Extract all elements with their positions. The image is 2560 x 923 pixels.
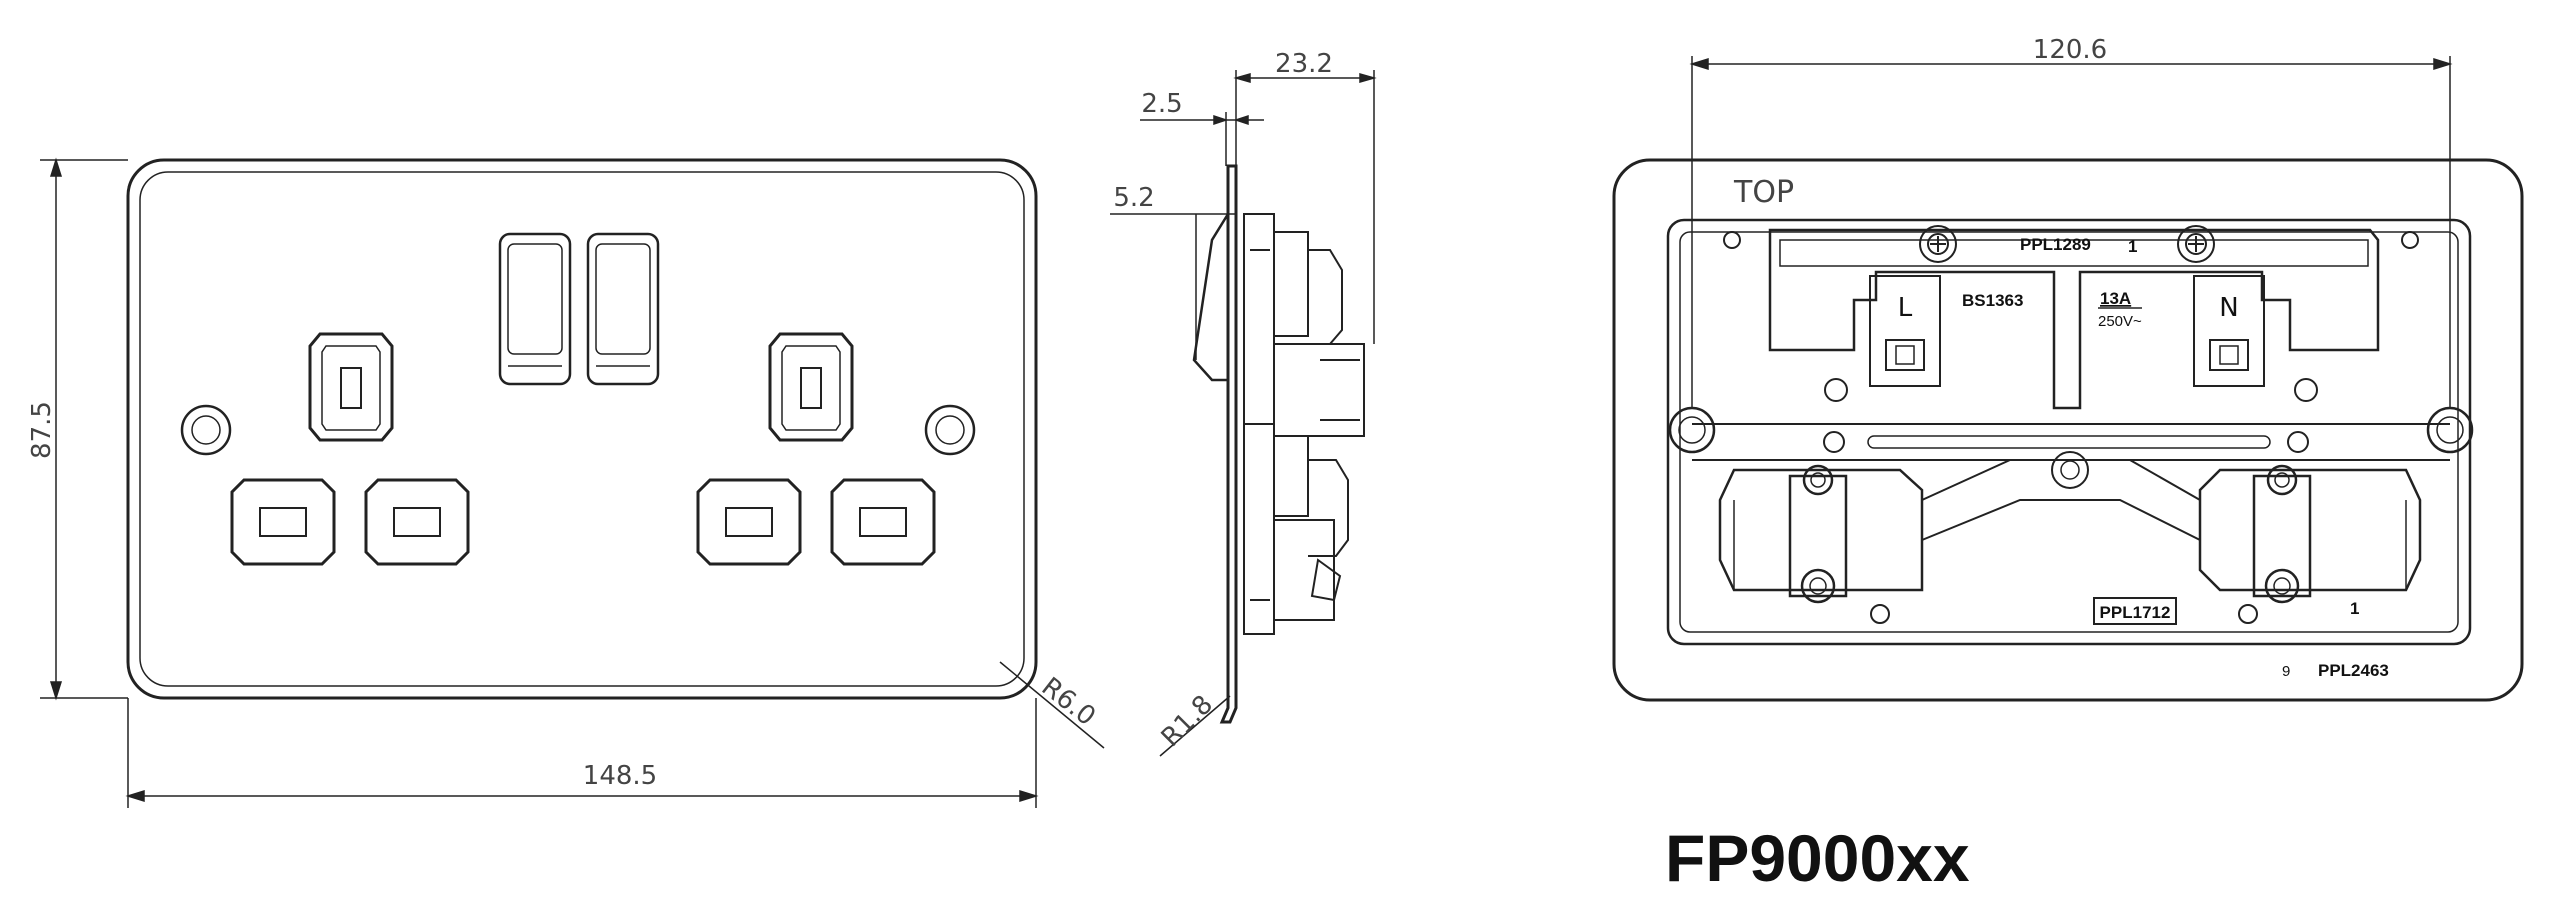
rocker-height-dimension (1110, 213, 1236, 360)
standard-label: BS1363 (1962, 291, 2023, 310)
depth-dimension (1233, 70, 1377, 344)
side-view: 23.2 2.5 5.2 R1.8 (1110, 49, 1377, 757)
pin-aperture (696, 478, 802, 566)
rear-frame-inner (1679, 231, 2459, 633)
frame-hole (2294, 378, 2318, 402)
live-terminal (1869, 275, 1941, 387)
mark-small: 9 (2282, 663, 2290, 680)
fixing-centres-dimension (1689, 56, 2453, 408)
plate-thickness-dimension (1140, 112, 1264, 166)
frame-hole (2401, 231, 2419, 249)
height-label: 87.5 (27, 401, 57, 459)
rocker-switch-left (498, 232, 572, 386)
rating-amps: 13A (2100, 289, 2131, 308)
terminal-neutral: N (2219, 293, 2238, 323)
frame-hole (1870, 604, 1890, 624)
part-label-bottom-box (2093, 597, 2177, 625)
fixing-screw-right (924, 404, 976, 456)
center-link (1921, 451, 2201, 541)
earth-aperture-left (308, 332, 394, 442)
model-code: FP9000xx (1665, 821, 1970, 895)
pin-aperture (230, 478, 336, 566)
edge-radius-label: R1.8 (1156, 690, 1219, 753)
rear-plate-outline (1612, 158, 2524, 702)
depth-label: 23.2 (1275, 49, 1333, 79)
frame-hole (2238, 604, 2258, 624)
front-plate-outline (126, 158, 1038, 700)
earth-aperture-right (768, 332, 854, 442)
frame-hole (2287, 431, 2309, 453)
rating-volts: 250V~ (2098, 313, 2142, 330)
rear-view: TOP PPL1289 1 BS1363 13A 250V~ L N PPL17… (1612, 35, 2524, 702)
rocker-height-label: 5.2 (1113, 183, 1154, 213)
lower-housing-right (2198, 464, 2422, 604)
front-view: 148.5 87.5 R6.0 (27, 157, 1105, 808)
terminal-screw-top-left (1919, 225, 1957, 263)
rocker-switch-right (586, 232, 660, 386)
width-label: 148.5 (583, 761, 657, 791)
mark-1b: 1 (2350, 599, 2359, 618)
corner-radius-leader (999, 661, 1105, 749)
neutral-terminal (2193, 275, 2265, 387)
corner-radius-label: R6.0 (1036, 672, 1101, 732)
top-label: TOP (1733, 175, 1794, 210)
fixing-screw-left (180, 404, 232, 456)
side-back-body (1243, 213, 1365, 635)
part-label-top: PPL1289 (2020, 235, 2091, 254)
lower-housing-left (1718, 464, 1924, 604)
rear-fixing-screw-left (1668, 406, 1716, 454)
side-plate-profile (1219, 164, 1238, 724)
plate-thickness-label: 2.5 (1141, 89, 1182, 119)
terminal-live: L (1898, 293, 1913, 323)
pin-aperture (364, 478, 470, 566)
part-label-bottom: PPL1712 (2100, 603, 2171, 622)
rear-frame (1666, 218, 2472, 646)
rear-fixing-screw-right (2426, 406, 2474, 454)
fixing-centres-label: 120.6 (2033, 35, 2107, 65)
side-rocker-profile (1192, 213, 1230, 382)
frame-hole (1823, 431, 1845, 453)
cross-bar (1692, 423, 2450, 461)
edge-radius-leader (1159, 695, 1231, 757)
terminal-screw-top-right (2177, 225, 2215, 263)
frame-hole (1723, 231, 1741, 249)
height-dimension (40, 157, 128, 701)
part-label-corner: PPL2463 (2318, 661, 2389, 680)
front-plate-inner-edge (139, 171, 1025, 687)
mark-1a: 1 (2128, 237, 2137, 256)
pin-aperture (830, 478, 936, 566)
frame-hole (1824, 378, 1848, 402)
upper-housing (1768, 228, 2380, 410)
width-dimension (125, 698, 1039, 808)
